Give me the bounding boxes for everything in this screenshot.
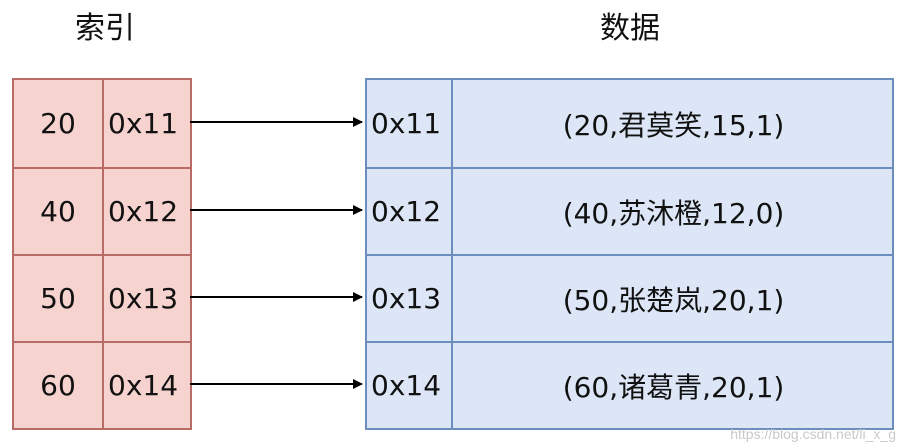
data-record: (40,苏沐橙,12,0) <box>562 196 785 230</box>
data-table: 0x11 (20,君莫笑,15,1) 0x12 (40,苏沐橙,12,0) 0x… <box>365 78 894 430</box>
index-row: 60 0x14 <box>14 341 190 428</box>
data-row: 0x11 (20,君莫笑,15,1) <box>367 80 892 167</box>
data-title: 数据 <box>600 11 660 46</box>
data-address: 0x14 <box>367 343 453 428</box>
data-address: 0x13 <box>367 256 453 341</box>
data-record: (50,张楚岚,20,1) <box>562 283 785 317</box>
data-row: 0x13 (50,张楚岚,20,1) <box>367 254 892 341</box>
data-address: 0x12 <box>367 169 453 254</box>
index-row: 40 0x12 <box>14 167 190 254</box>
data-record: (60,诸葛青,20,1) <box>562 370 785 404</box>
index-pointer: 0x12 <box>108 195 179 228</box>
watermark: https://blog.csdn.net/li_x_g <box>730 426 896 442</box>
index-row: 20 0x11 <box>14 80 190 167</box>
index-table: 20 0x11 40 0x12 50 0x13 60 0x14 <box>12 78 192 430</box>
index-key: 60 <box>14 343 104 428</box>
data-record: (20,君莫笑,15,1) <box>562 108 785 142</box>
index-key: 40 <box>14 169 104 254</box>
data-row: 0x12 (40,苏沐橙,12,0) <box>367 167 892 254</box>
index-pointer: 0x14 <box>108 369 179 402</box>
data-row: 0x14 (60,诸葛青,20,1) <box>367 341 892 428</box>
index-row: 50 0x13 <box>14 254 190 341</box>
index-key: 50 <box>14 256 104 341</box>
index-pointer: 0x11 <box>108 107 179 140</box>
index-key: 20 <box>14 80 104 167</box>
index-title: 索引 <box>75 11 135 46</box>
index-pointer: 0x13 <box>108 282 179 315</box>
data-address: 0x11 <box>367 80 453 167</box>
